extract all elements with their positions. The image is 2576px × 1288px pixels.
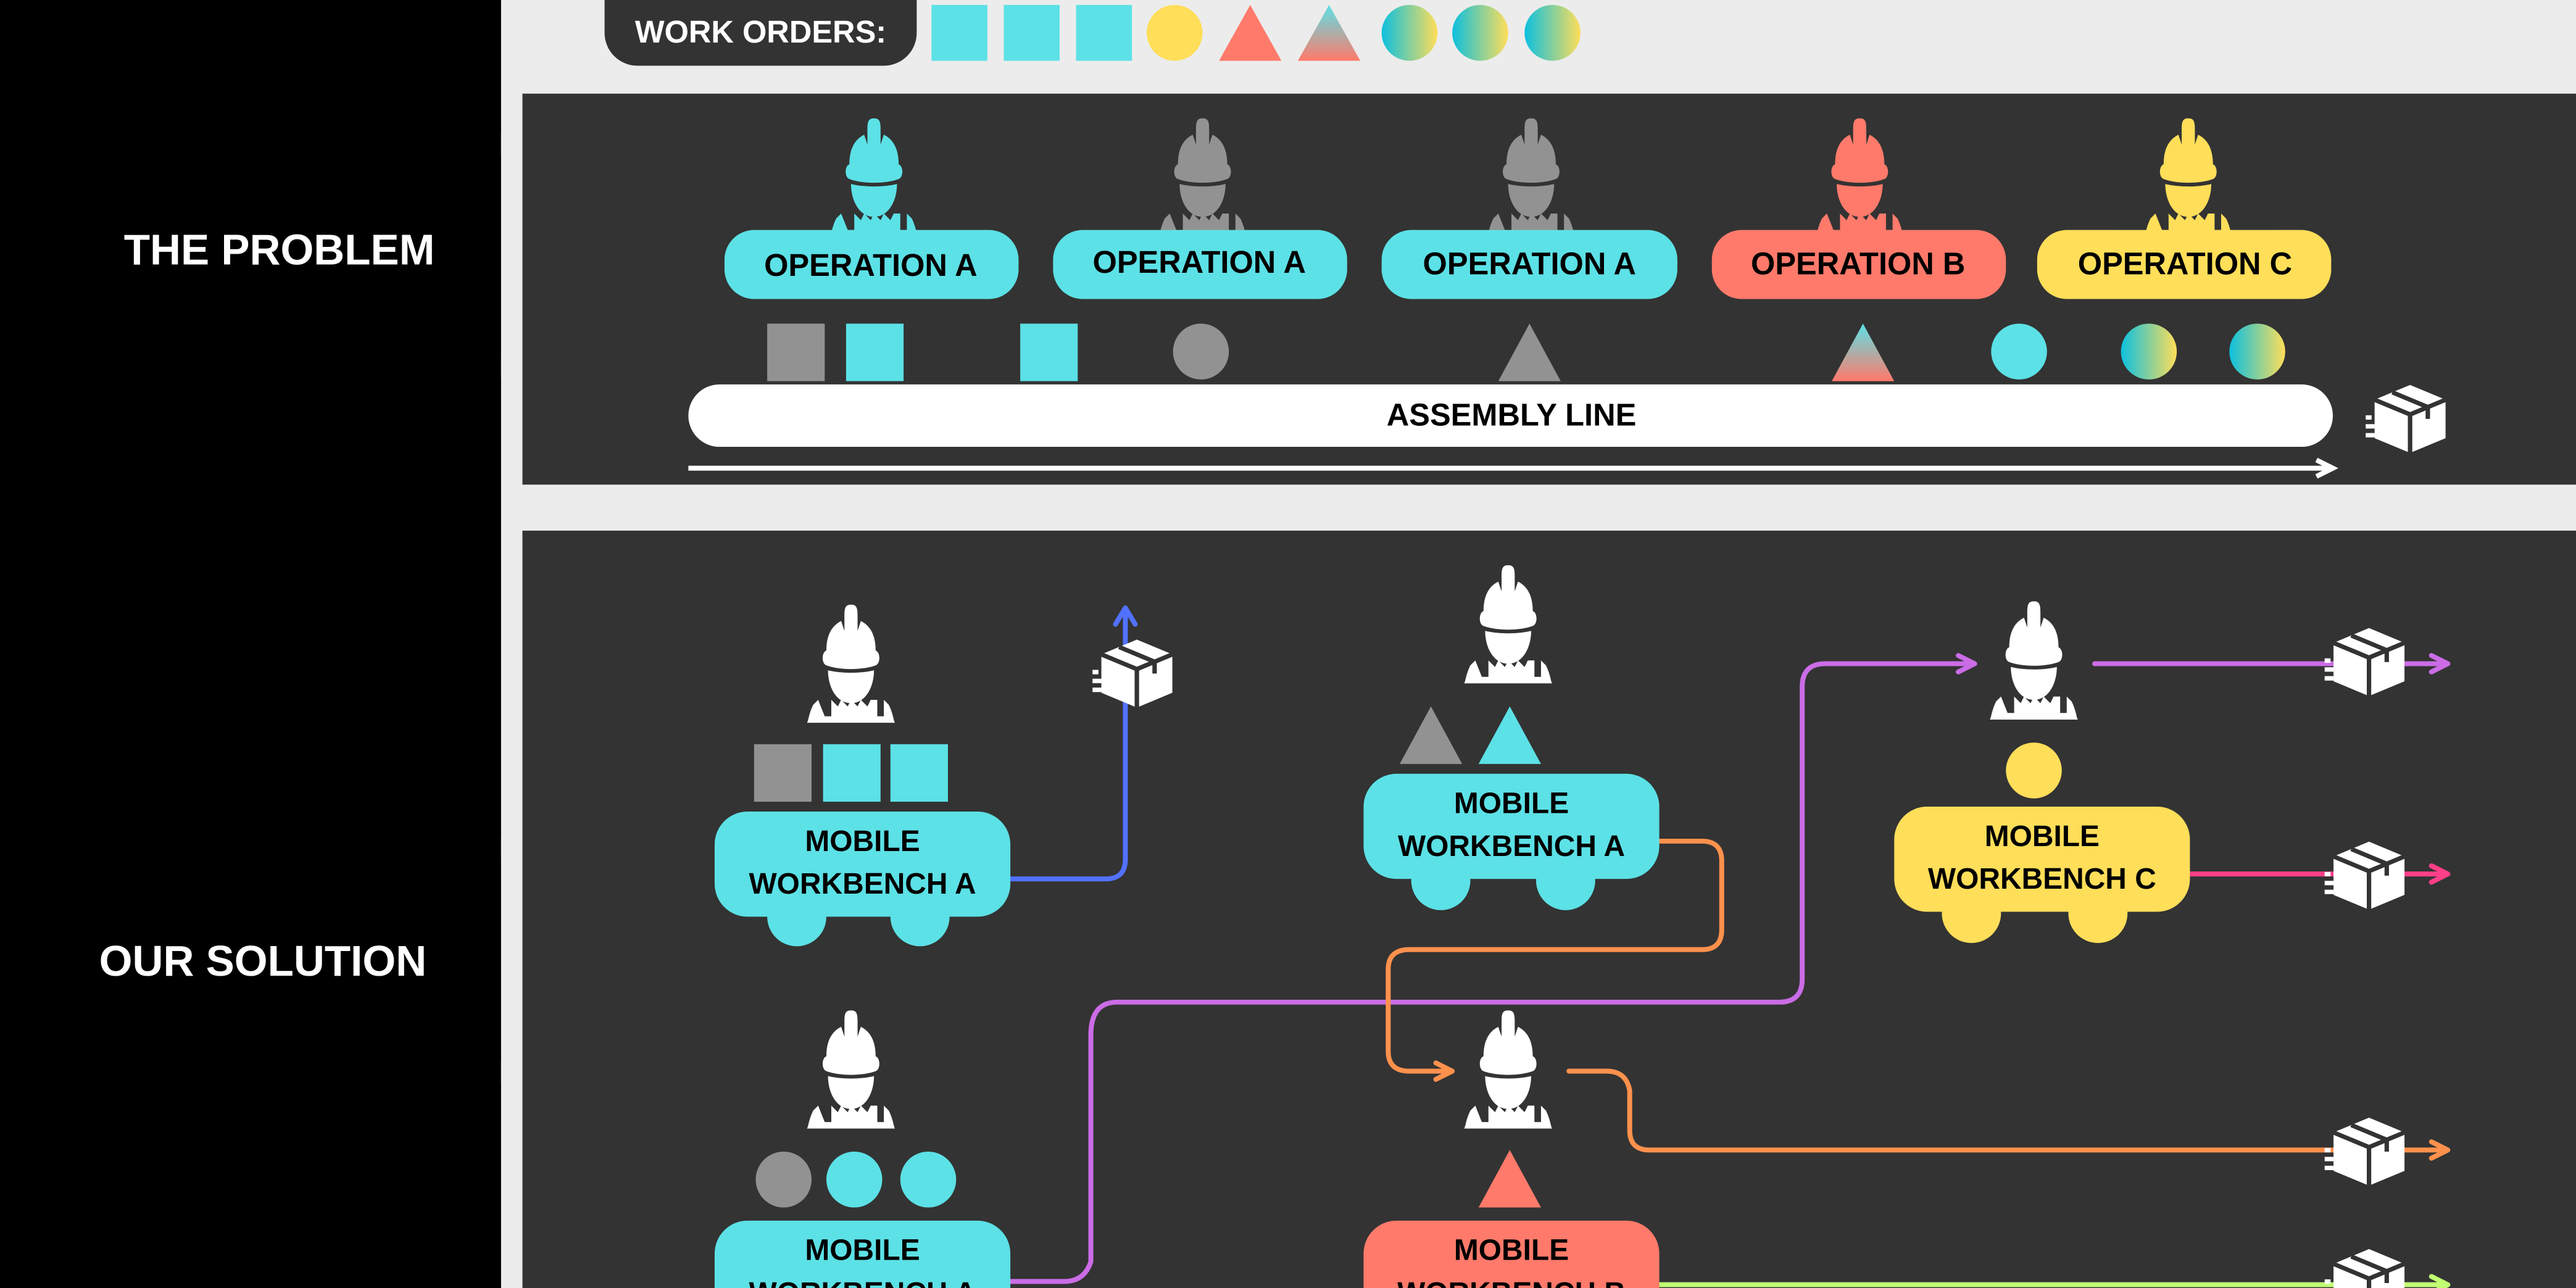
operation-station: OPERATION C — [2037, 118, 2332, 299]
operation-station: OPERATION A — [1053, 118, 1347, 299]
operation-label: OPERATION B — [1751, 246, 1965, 281]
order-circle — [1147, 4, 1203, 61]
svg-text:WORKBENCH A: WORKBENCH A — [1398, 830, 1625, 863]
flow-lines — [1003, 605, 2451, 1288]
section-title-solution: OUR SOLUTION — [99, 937, 427, 985]
svg-text:MOBILE: MOBILE — [1454, 787, 1569, 820]
operation-station: OPERATION A — [724, 118, 1019, 299]
svg-text:WORKBENCH A: WORKBENCH A — [749, 868, 976, 900]
assembly-line-label: ASSEMBLY LINE — [1387, 397, 1637, 432]
order-triangle-gradient — [1297, 4, 1361, 61]
left-panel — [0, 0, 501, 1288]
flow-arrow-icon — [688, 457, 2338, 479]
order-square — [931, 4, 987, 61]
mobile-workbench: MOBILE WORKBENCH A — [1363, 565, 1660, 910]
svg-text:MOBILE: MOBILE — [805, 1234, 920, 1267]
svg-text:MOBILE: MOBILE — [1985, 820, 2100, 853]
work-orders-pill — [604, 0, 917, 66]
mobile-workbench: MOBILE WORKBENCH B — [1363, 1010, 1660, 1288]
operation-label: OPERATION C — [2078, 246, 2292, 281]
order-triangle — [1219, 4, 1282, 61]
operation-label: OPERATION A — [1423, 246, 1637, 281]
operation-station: OPERATION A — [1381, 118, 1677, 299]
work-orders-label: WORK ORDERS: — [635, 14, 886, 49]
svg-text:WORKBENCH B: WORKBENCH B — [1397, 1277, 1626, 1288]
svg-text:MOBILE: MOBILE — [805, 825, 920, 858]
work-order-shapes — [931, 4, 1581, 61]
order-circle-gradient — [1381, 4, 1438, 61]
operation-label: OPERATION A — [1092, 244, 1306, 280]
section-title-problem: THE PROBLEM — [124, 226, 435, 274]
operation-label: OPERATION A — [764, 247, 978, 283]
order-circle-gradient — [1452, 4, 1508, 61]
svg-text:WORKBENCH C: WORKBENCH C — [1928, 863, 2156, 895]
assembly-line-bar — [688, 384, 2333, 447]
mobile-workbench: MOBILE WORKBENCH C — [1894, 601, 2190, 943]
operation-station: OPERATION B — [1711, 118, 2006, 299]
order-square — [1076, 4, 1132, 61]
line-items — [767, 323, 2285, 381]
svg-text:WORKBENCH A: WORKBENCH A — [749, 1277, 976, 1288]
mobile-workbench: MOBILE WORKBENCH A — [714, 1010, 1011, 1288]
order-circle-gradient — [1524, 4, 1581, 61]
svg-text:MOBILE: MOBILE — [1454, 1234, 1569, 1267]
mobile-workbench: MOBILE WORKBENCH A — [714, 604, 1011, 947]
order-square — [1003, 4, 1060, 61]
